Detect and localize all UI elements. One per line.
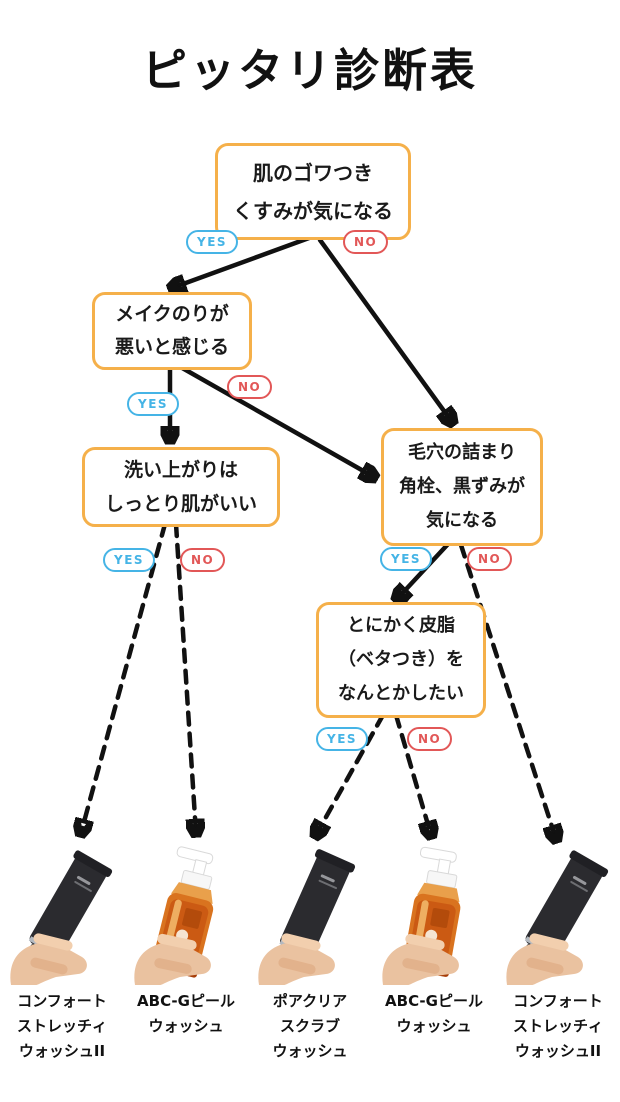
question-text-line: 角栓、黒ずみが: [399, 476, 525, 497]
question-box-makeup-hold: メイクのりが 悪いと感じる: [92, 292, 252, 370]
page-title: ピッタリ診断表: [141, 44, 478, 97]
product-name: ABC-Gピール ウォッシュ: [385, 992, 483, 1035]
question-text-line: 肌のゴワつき: [253, 160, 373, 185]
question-text-line: くすみが気になる: [233, 198, 393, 223]
question-text-line: （ベタつき）を: [338, 649, 464, 670]
q5-yes-badge: YES: [316, 727, 369, 751]
product-name: コンフォート ストレッチィ ウォッシュII: [512, 992, 603, 1060]
q2-yes-badge: YES: [127, 392, 180, 416]
q1-yes-badge: YES: [186, 230, 239, 254]
product-name: ABC-Gピール ウォッシュ: [137, 992, 235, 1035]
amber-pump-bottle-photo: [382, 846, 461, 985]
question-box-moist-finish: 洗い上がりは しっとり肌がいい: [82, 447, 280, 527]
q1-no-badge: NO: [343, 230, 389, 254]
product-name: コンフォート ストレッチィ ウォッシュII: [16, 992, 107, 1060]
question-text-line: なんとかしたい: [338, 683, 464, 704]
amber-pump-bottle-photo: [134, 846, 214, 985]
product-name: ポアクリア スクラブ ウォッシュ: [272, 992, 348, 1060]
question-text-line: とにかく皮脂: [347, 615, 455, 636]
black-tube-photo: [10, 850, 113, 985]
q5-no-badge: NO: [407, 727, 453, 751]
question-text-line: 洗い上がりは: [123, 459, 238, 481]
q2-no-badge: NO: [227, 375, 273, 399]
question-box-sebum-stickiness: とにかく皮脂 （ベタつき）を なんとかしたい: [316, 602, 486, 718]
q3-no-badge: NO: [180, 548, 226, 572]
black-tube-photo: [258, 849, 356, 985]
black-tube-photo: [506, 850, 609, 985]
arrow-q1-no-to-q4: [317, 237, 452, 422]
product-pore-clear-scrub-wash: ポアクリア スクラブ ウォッシュ: [248, 845, 372, 1064]
product-comfort-stretchy-wash-2: コンフォート ストレッチィ ウォッシュII: [0, 845, 124, 1064]
product-comfort-stretchy-wash-2-right: コンフォート ストレッチィ ウォッシュII: [496, 845, 620, 1064]
question-box-clogged-pores: 毛穴の詰まり 角栓、黒ずみが 気になる: [381, 428, 543, 546]
product-abc-g-peel-wash-right: ABC-Gピール ウォッシュ: [372, 845, 496, 1064]
product-abc-g-peel-wash-left: ABC-Gピール ウォッシュ: [124, 845, 248, 1064]
question-text-line: 悪いと感じる: [114, 336, 229, 358]
q4-yes-badge: YES: [380, 547, 433, 571]
question-box-skin-roughness: 肌のゴワつき くすみが気になる: [215, 143, 411, 240]
question-text-line: しっとり肌がいい: [104, 493, 257, 515]
question-text-line: 毛穴の詰まり: [408, 442, 516, 463]
q4-no-badge: NO: [467, 547, 513, 571]
product-row: コンフォート ストレッチィ ウォッシュII: [0, 845, 620, 1064]
question-text-line: 気になる: [426, 510, 498, 531]
q3-yes-badge: YES: [103, 548, 156, 572]
question-text-line: メイクのりが: [115, 303, 229, 325]
